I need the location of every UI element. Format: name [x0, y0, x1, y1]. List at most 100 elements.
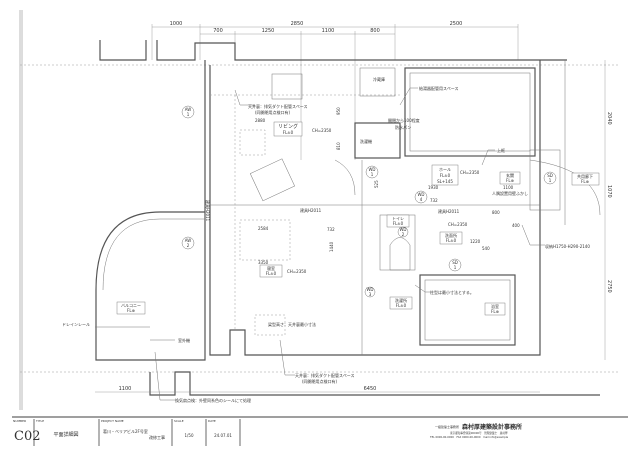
drawing-frame — [19, 10, 620, 410]
annotation-agari: 上框 — [497, 147, 505, 153]
room-hall: ホール FL±0 SL+145 CH=2350 — [431, 164, 480, 186]
room-living: リビング FL±0 CH=2350 — [273, 121, 332, 137]
room-balcony: バルコニー FL⊕ — [116, 301, 146, 315]
room-name: ホール — [439, 167, 451, 172]
room-name: バルコニー — [121, 303, 141, 308]
floor-level: FL⊕ — [127, 308, 135, 313]
dim-bottom-2: 6450 — [364, 386, 377, 392]
step-level: SL+145 — [437, 179, 453, 184]
dim-right-1: 2040 — [606, 112, 612, 125]
scale-value: 1/50 — [185, 433, 194, 438]
room-bath: 浴室 FL⊕ — [484, 302, 506, 316]
tag-type: WD — [368, 167, 375, 172]
tag-type: AW — [185, 238, 192, 243]
annotation-pan: 開閉から100程度 — [388, 117, 420, 123]
project-label: PROJECT NAME — [101, 419, 124, 423]
floor-level: FL±0 — [440, 173, 451, 178]
dim-interior: 950 — [336, 107, 341, 115]
annotation-fixture: 建具H2011 — [205, 200, 211, 222]
number-label: NUMBER — [13, 419, 26, 423]
firm-contact: TEL 0000-00-0000 FAX 0000-00-0000 mail i… — [430, 435, 508, 439]
room-washroom: CH=2350 洗面所 FL±0 — [439, 222, 468, 245]
room-name: リビング — [278, 123, 298, 130]
scale-label: SCALE — [174, 419, 184, 423]
ceiling-height: CH=2350 — [312, 128, 332, 133]
dim-interior: 400 — [512, 223, 520, 228]
room-name: 浴室 — [491, 303, 499, 309]
floor-level: FL⊕ — [581, 179, 589, 184]
firm-name: 森村厚建築設計事務所 — [461, 423, 522, 431]
drawing-number: C02 — [14, 429, 41, 444]
tag-wd4: WD4 — [414, 190, 428, 204]
room-laundry: 洗濯所 FL±0 — [389, 296, 413, 310]
dim-top-2: 2850 — [291, 21, 304, 27]
annotation-vent: 換気扇点検：外壁同系色のシールにて処理 — [175, 397, 251, 403]
project-name-line2: 改修工事 — [149, 434, 165, 440]
firm-prefix: 一級建築士事務所 — [435, 424, 459, 429]
tag-type: SD — [452, 260, 458, 265]
floor-level: FL±0 — [283, 130, 294, 135]
tag-number: 1 — [371, 172, 374, 177]
label-washer: 洗濯機 — [360, 138, 372, 144]
title-label: TITLE — [35, 419, 44, 423]
dim-top-3: 2500 — [450, 21, 463, 27]
ceiling-height: CH=2350 — [460, 170, 480, 175]
drawing-title: 平面詳細図 — [53, 431, 78, 438]
dim-interior: 540 — [482, 246, 490, 251]
room-name: 洗面所 — [445, 232, 457, 238]
tag-number: 1 — [454, 265, 457, 270]
tag-number: 4 — [420, 197, 423, 202]
dim-interior: 2880 — [255, 118, 266, 123]
tag-number: 1 — [187, 112, 190, 117]
label-fridge: 冷蔵庫 — [373, 76, 385, 82]
dim-interior: 2584 — [258, 226, 269, 231]
date-value: 24.07.01 — [214, 433, 232, 438]
annotation-beam: 梁型高さ：天井裏最小寸法 — [268, 321, 316, 327]
room-name: トイレ — [392, 216, 404, 221]
tag-type: SD — [547, 173, 553, 178]
room-name: 洗濯所 — [395, 297, 407, 303]
tag-number: 2 — [402, 232, 405, 237]
annotation-pillar: 柱型は最小寸法とする。 — [430, 289, 474, 295]
floor-level: FL±0 — [446, 238, 457, 243]
annotation-wall-extend: 人隅設置用壁ふかし — [492, 190, 528, 196]
tag-type: WD — [399, 227, 406, 232]
fitting-tags: AW1 AW2 WD1 WD4 WD2 WD3 SD1 SD1 — [181, 105, 557, 298]
right-dimension-lines: 2040 1070 2750 — [604, 60, 612, 360]
dim-interior: 810 — [336, 142, 341, 150]
dim-right-3: 2750 — [606, 280, 612, 293]
annotation-fixture: 建具H2011 — [300, 207, 322, 213]
room-name: 共用廊下 — [577, 173, 593, 179]
tag-aw2: AW2 — [181, 236, 195, 250]
dim-top-1: 1000 — [170, 21, 183, 27]
project-name-line1: 葛川・ベリアビル2F号室 — [103, 428, 148, 434]
interior-dimensions: 2880 2584 732 3350 1930 732 1100 800 400… — [255, 107, 520, 265]
room-labels: リビング FL±0 CH=2350 ホール FL±0 SL+145 CH=235… — [116, 121, 600, 316]
tag-wd1: WD1 — [365, 165, 379, 179]
floor-level: FL±0 — [396, 303, 407, 308]
dim-sub-1: 700 — [213, 28, 223, 34]
dim-interior: 1930 — [428, 185, 439, 190]
ceiling-height: CH=2350 — [287, 269, 307, 274]
annotation-pan2: 防水パン — [395, 124, 411, 130]
dim-interior: 800 — [492, 210, 500, 215]
dim-interior: 732 — [430, 198, 438, 203]
top-dimension-lines: 1000 2850 2500 700 1250 1100 800 — [151, 21, 519, 160]
tag-sd1a: SD1 — [543, 171, 557, 185]
tag-number: 3 — [369, 292, 372, 297]
dim-interior: 1220 — [470, 239, 481, 244]
annotation-water-heater: 給湯器配管用スペース — [419, 85, 459, 91]
room-bedroom: 寝室 FL±0 CH=2350 — [259, 264, 307, 278]
bottom-dimension-lines: 1100 6450 — [95, 386, 540, 393]
room-entrance: 玄関 FL⊕ — [499, 171, 521, 185]
annotation-fixture: 建具H2011 — [438, 208, 460, 214]
floor-level: FL⊕ — [491, 309, 499, 314]
dim-right-2: 1070 — [606, 185, 612, 198]
annotations: 天井裏：排気ダクト配管スペース (同開閉用点検口有) 給湯器配管用スペース 開閉… — [62, 76, 590, 403]
dim-interior: 1100 — [503, 185, 514, 190]
floor-level: FL±0 — [266, 271, 277, 276]
dim-sub-2: 1250 — [262, 28, 275, 34]
ceiling-height: CH=2350 — [448, 222, 468, 227]
annotation-drain: ドレインレール — [62, 322, 90, 327]
